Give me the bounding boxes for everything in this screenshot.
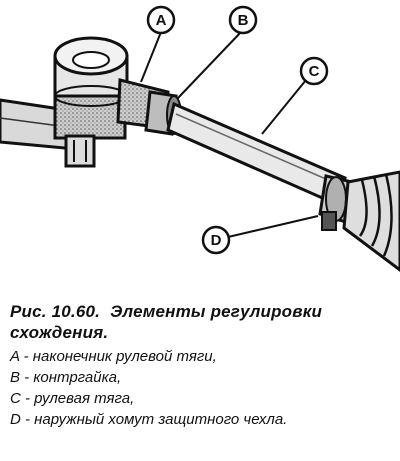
callout-c: C (299, 56, 329, 86)
legend-item-c: C - рулевая тяга, (10, 390, 135, 407)
callout-c-letter: C (309, 63, 320, 80)
callout-b: B (228, 5, 258, 35)
caption-title-line1: Элементы регулировки (110, 302, 323, 321)
steering-rod-illustration: A B C D (0, 5, 400, 272)
leader-line-a (140, 31, 162, 83)
ball-joint-cap (53, 36, 129, 107)
legend-item-a: A - наконечник рулевой тяги, (10, 348, 217, 365)
protective-boot (342, 170, 400, 272)
caption-title-line2: схождения. (10, 323, 109, 342)
caption-title: Рис. 10.60. Элементы регулировки схождени… (10, 301, 395, 343)
leader-line-b (177, 31, 242, 99)
leader-line-c (261, 79, 307, 135)
legend-list: A - наконечник рулевой тяги, B - контрга… (10, 346, 395, 430)
callout-d: D (201, 225, 231, 255)
callout-d-letter: D (211, 232, 222, 249)
legend-item-d: D - наружный хомут защитного чехла. (10, 411, 288, 428)
figure-number: Рис. 10.60. (10, 302, 101, 321)
leader-line-d (227, 215, 319, 238)
callout-a: A (146, 5, 176, 35)
callout-b-letter: B (238, 12, 249, 29)
ball-joint-bolt (64, 134, 96, 168)
callout-a-letter: A (156, 12, 167, 29)
legend-item-b: B - контргайка, (10, 369, 122, 386)
figure-caption: Рис. 10.60. Элементы регулировки схождени… (10, 301, 395, 430)
illustration-svg: A B C D (0, 5, 400, 272)
steering-rod (166, 101, 347, 207)
